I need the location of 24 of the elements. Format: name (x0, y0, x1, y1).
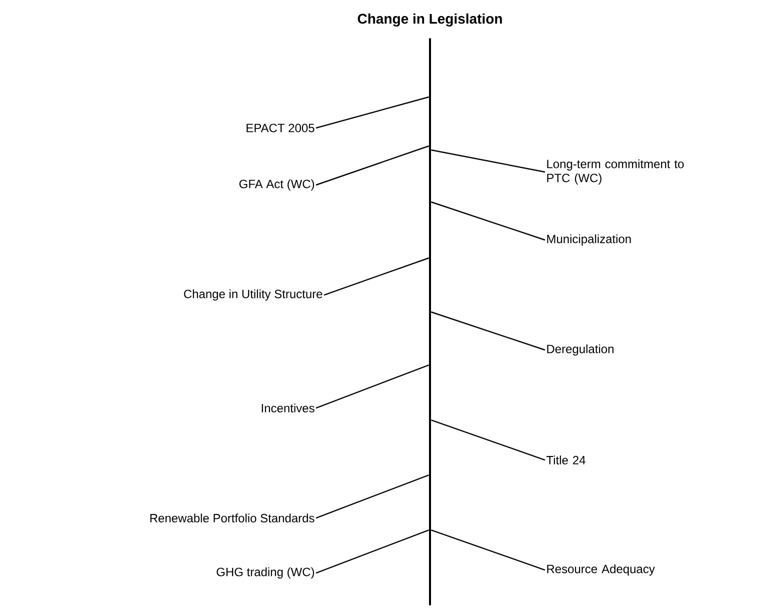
branch-line (316, 529, 430, 574)
branch-label: GHG trading (WC) (216, 567, 314, 579)
branch-line (316, 474, 430, 519)
branch-label: Title 24 (546, 456, 586, 464)
branch-line (431, 311, 546, 351)
branch-label: Municipalization (547, 234, 631, 246)
branch-line (316, 145, 429, 186)
branch-line (316, 364, 430, 409)
branch-label: Incentives (262, 404, 314, 412)
branch-line (431, 529, 546, 571)
branch-label: Change in Utility Structure (184, 289, 322, 301)
branch-label: EPACT 2005 (246, 124, 314, 132)
branch-line (431, 419, 546, 461)
branch-label: Long-term commitment to PTC (WC) (547, 159, 684, 185)
branch-line (431, 201, 546, 241)
branch-label: GFA Act (WC) (239, 179, 314, 191)
title: Change in Legislation (358, 13, 502, 27)
timeline-spine (429, 38, 431, 606)
branch-label: Deregulation (547, 344, 614, 356)
branch-label: Renewable Portfolio Standards (150, 514, 314, 522)
branch-line (316, 96, 429, 129)
branch-line (431, 149, 546, 173)
branch-label: Resource Adequacy (547, 564, 655, 576)
branch-line (324, 257, 429, 296)
